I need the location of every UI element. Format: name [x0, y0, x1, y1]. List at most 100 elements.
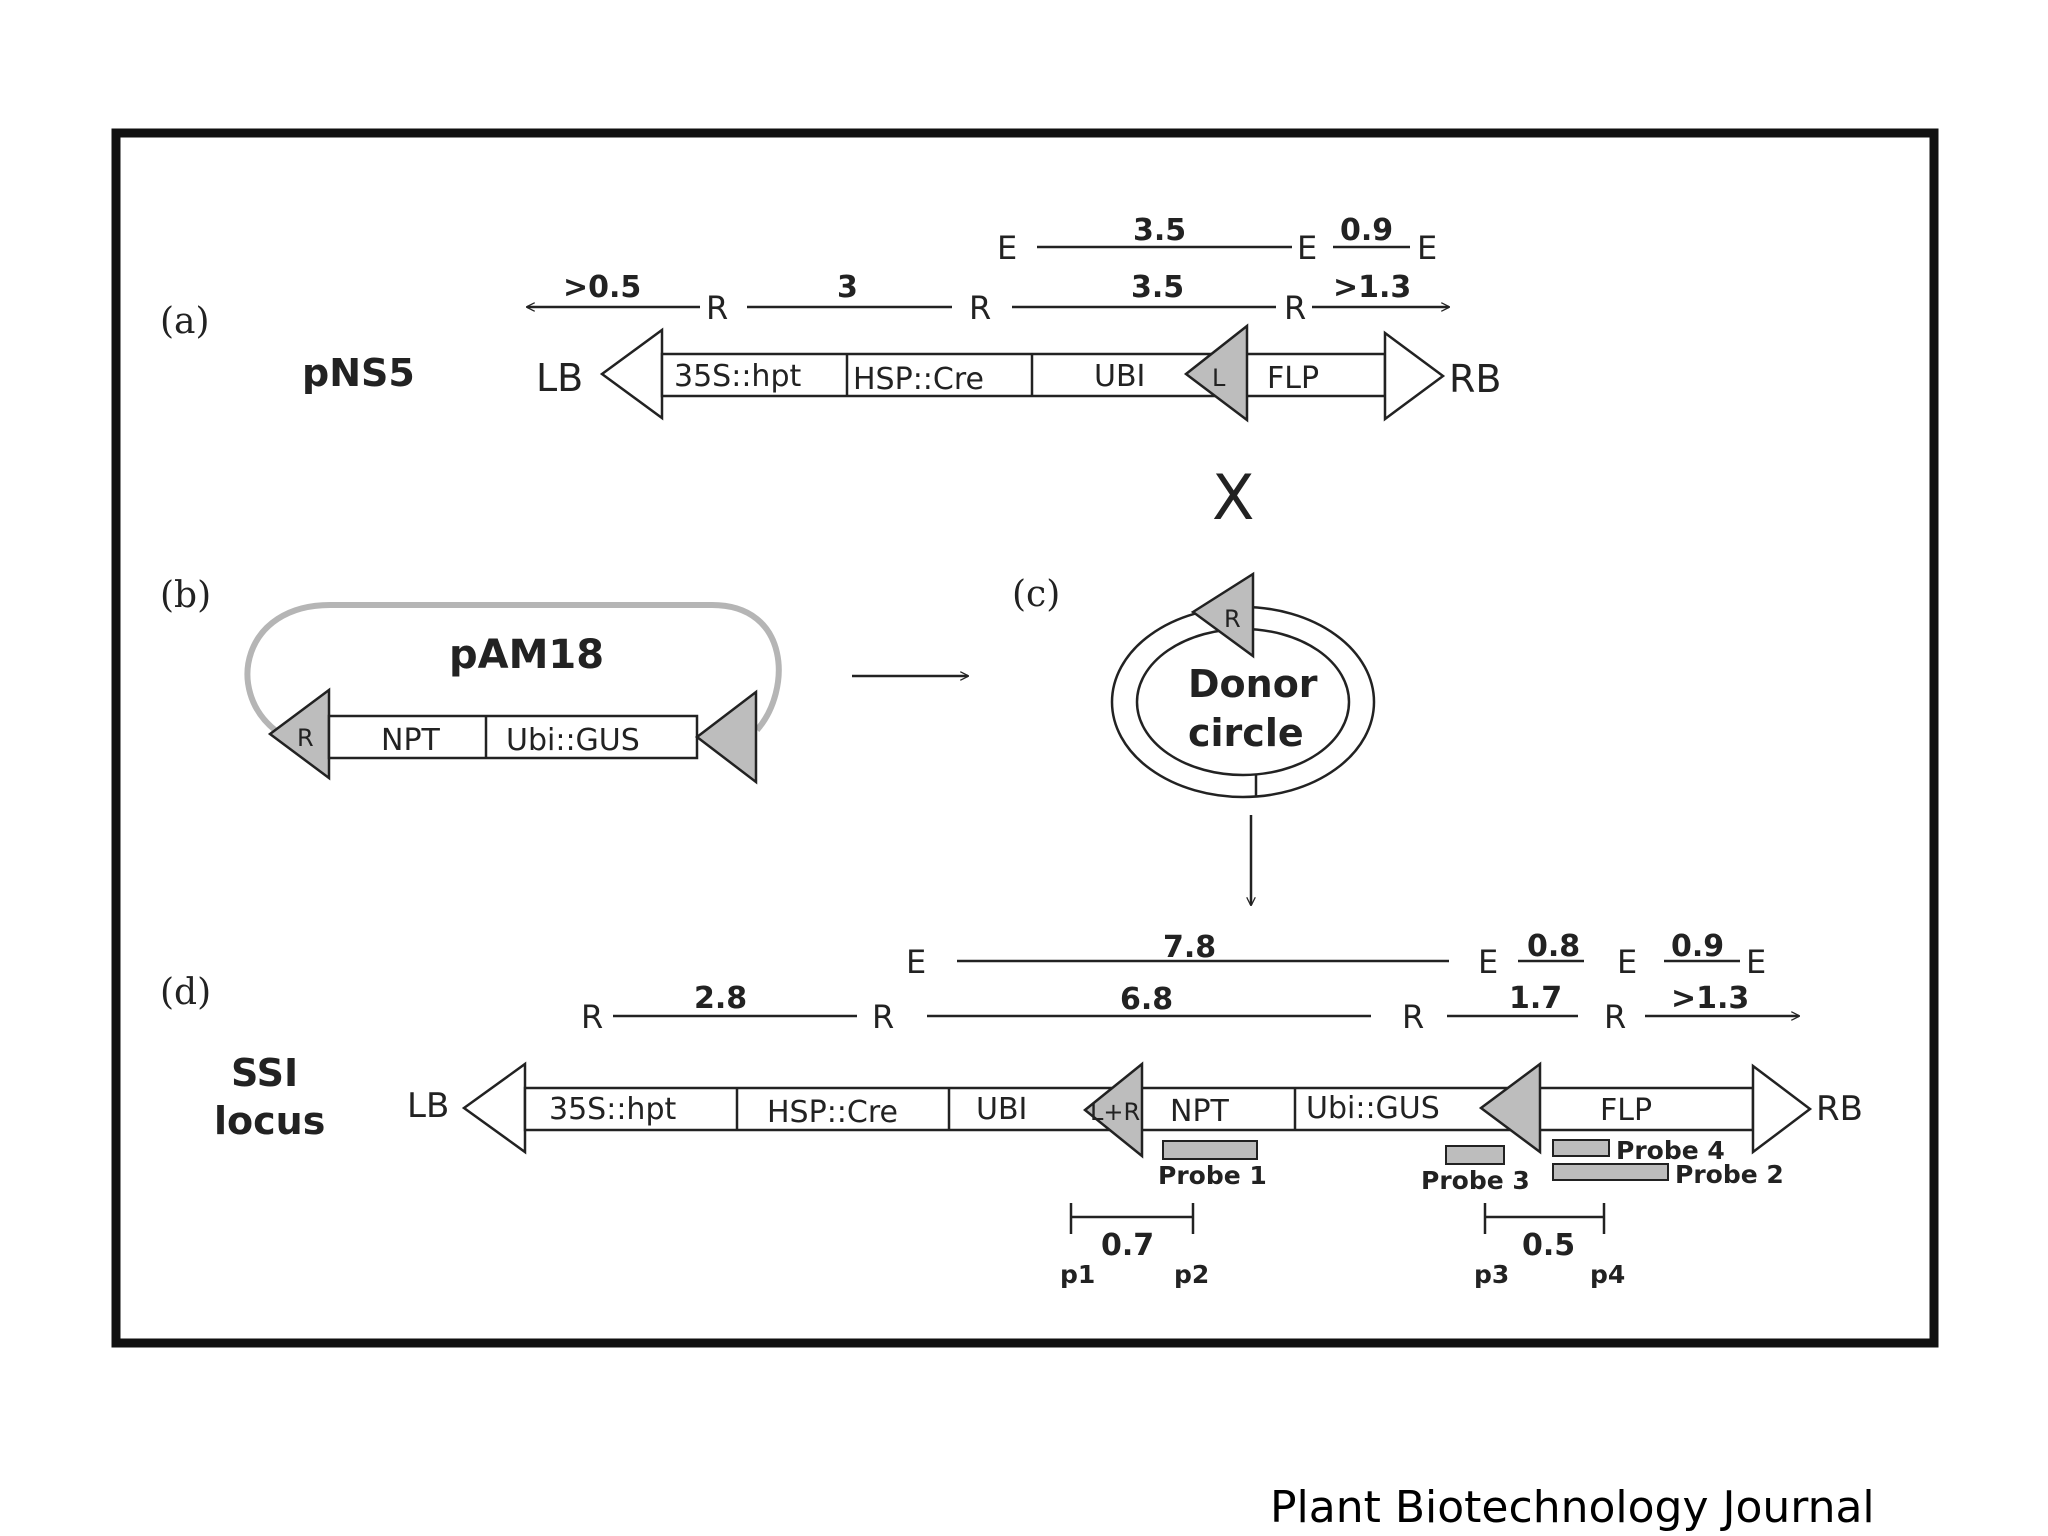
- r-site: R: [581, 998, 603, 1036]
- r-fragment-size: 3.5: [1131, 270, 1184, 305]
- segment-flp: FLP: [1600, 1093, 1652, 1128]
- segment-ubi: UBI: [976, 1092, 1027, 1127]
- left-border-triangle: [599, 327, 664, 421]
- right-border-label: RB: [1449, 357, 1501, 401]
- panel-c-letter: (c): [1012, 574, 1060, 615]
- r-fragment-size: 1.7: [1509, 981, 1562, 1016]
- plasmid-loop: [244, 602, 782, 733]
- cross-symbol: X: [1212, 461, 1254, 534]
- panel-d-name-line2: locus: [214, 1099, 325, 1143]
- segment-ubi-gus: Ubi::GUS: [506, 723, 640, 758]
- left-border-label: LB: [536, 356, 583, 400]
- r-fragment-size: >1.3: [1671, 981, 1749, 1016]
- e-fragment-size: 0.8: [1527, 929, 1580, 964]
- e-site: E: [1417, 229, 1437, 267]
- segment-hsp-cre: HSP::Cre: [767, 1095, 898, 1130]
- panel-a-rsite-map: >0.5 R 3 R 3.5 R >1.3: [527, 270, 1449, 327]
- ssi-locus-construct: LB 35S::hpt HSP::Cre UBI L+R NPT Ubi::GU…: [407, 1061, 1863, 1159]
- segment-npt: NPT: [1170, 1094, 1230, 1129]
- panel-b-letter: (b): [160, 575, 211, 616]
- e-site: E: [997, 229, 1017, 267]
- pns5-backbone: [660, 352, 1387, 398]
- probes: Probe 1 Probe 3 Probe 4 Probe 2: [1158, 1136, 1784, 1195]
- donor-circle-line2: circle: [1188, 711, 1304, 755]
- e-fragment-size: 0.9: [1671, 929, 1724, 964]
- segment-35s-hpt: 35S::hpt: [674, 359, 801, 394]
- left-border-triangle: [461, 1061, 527, 1155]
- site-triangle-right: [694, 689, 758, 785]
- segment-npt: NPT: [381, 723, 441, 758]
- r-fragment-size: 6.8: [1120, 982, 1173, 1017]
- e-site: E: [1746, 943, 1766, 981]
- site-lr-triangle: [1083, 1061, 1144, 1159]
- segment-35s-hpt: 35S::hpt: [549, 1092, 676, 1127]
- right-border-label: RB: [1816, 1089, 1863, 1129]
- probe-1-bar: [1162, 1140, 1258, 1160]
- right-border-triangle: [1383, 330, 1446, 422]
- site-r-label: R: [1224, 605, 1241, 633]
- e-site: E: [1478, 943, 1498, 981]
- r-fragment-size: 2.8: [694, 981, 747, 1016]
- pcr-size: 0.7: [1101, 1228, 1154, 1263]
- lox-site-label: L: [1212, 364, 1226, 392]
- r-site: R: [1604, 998, 1626, 1036]
- pam18-backbone: [327, 714, 699, 760]
- donor-circle-line1: Donor: [1188, 662, 1318, 706]
- panel-b: (b) pAM18 R NPT Ubi::GUS: [160, 575, 782, 785]
- e-site: E: [1297, 229, 1317, 267]
- probe-1-label: Probe 1: [1158, 1161, 1267, 1190]
- panel-d-ecori-map: E 7.8 E 0.8 E 0.9 E: [906, 929, 1766, 981]
- e-fragment-size: 7.8: [1163, 930, 1216, 965]
- e-site: E: [1617, 943, 1637, 981]
- probe-3-label: Probe 3: [1421, 1166, 1530, 1195]
- r-fragment-size: >1.3: [1333, 270, 1411, 305]
- e-fragment-size: 3.5: [1133, 213, 1186, 248]
- r-site: R: [706, 289, 728, 327]
- site-lr-label: L+R: [1090, 1098, 1140, 1126]
- site-r-triangle: [1190, 571, 1255, 659]
- segment-ubi: UBI: [1094, 359, 1145, 394]
- primer-p1: p1: [1060, 1260, 1095, 1289]
- r-site: R: [969, 289, 991, 327]
- r-fragment-size: >0.5: [563, 270, 641, 305]
- probe-3-bar: [1445, 1145, 1505, 1165]
- left-border-label: LB: [407, 1086, 449, 1126]
- panel-d-letter: (d): [160, 972, 211, 1013]
- segment-hsp-cre: HSP::Cre: [853, 362, 984, 397]
- panel-d-name-line1: SSI: [231, 1051, 298, 1095]
- journal-caption: Plant Biotechnology Journal: [1270, 1482, 1875, 1533]
- segment-ubi-gus: Ubi::GUS: [1306, 1091, 1440, 1126]
- probe-4-bar: [1552, 1139, 1610, 1157]
- segment-flp: FLP: [1267, 361, 1319, 396]
- pcr-product-2: 0.5 p3 p4: [1474, 1203, 1625, 1289]
- lox-site-triangle: [1183, 323, 1249, 423]
- pcr-size: 0.5: [1522, 1228, 1575, 1263]
- r-site: R: [1284, 289, 1306, 327]
- panel-d-rsite-map: R 2.8 R 6.8 R 1.7 R >1.3: [581, 981, 1799, 1036]
- site-r-label: R: [297, 724, 314, 752]
- probe-4-label: Probe 4: [1616, 1136, 1725, 1165]
- site-triangle: [1478, 1061, 1542, 1155]
- e-fragment-size: 0.9: [1340, 213, 1393, 248]
- r-fragment-size: 3: [837, 270, 858, 305]
- probe-2-bar: [1552, 1163, 1669, 1181]
- r-site: R: [1402, 998, 1424, 1036]
- primer-p2: p2: [1174, 1260, 1209, 1289]
- panel-a: (a) pNS5 E 3.5 E 0.9 E >0.5 R 3 R 3.5 R …: [160, 213, 1501, 423]
- figure-frame: [111, 128, 1939, 1348]
- pns5-construct: LB 35S::hpt HSP::Cre UBI L FLP RB: [536, 323, 1501, 423]
- panel-a-letter: (a): [160, 301, 210, 342]
- e-site: E: [906, 943, 926, 981]
- primer-p3: p3: [1474, 1260, 1509, 1289]
- panel-c: (c) R Donor circle: [1012, 571, 1376, 799]
- pcr-product-1: 0.7 p1 p2: [1060, 1203, 1209, 1289]
- panel-a-name: pNS5: [302, 351, 415, 395]
- probe-2-label: Probe 2: [1675, 1160, 1784, 1189]
- panel-b-name: pAM18: [449, 632, 604, 678]
- primer-p4: p4: [1590, 1260, 1625, 1289]
- r-site: R: [872, 998, 894, 1036]
- panel-a-ecori-map: E 3.5 E 0.9 E: [997, 213, 1437, 267]
- right-border-triangle: [1751, 1063, 1813, 1155]
- panel-d: (d) SSI locus E 7.8 E 0.8 E 0.9 E R 2.8 …: [160, 929, 1863, 1289]
